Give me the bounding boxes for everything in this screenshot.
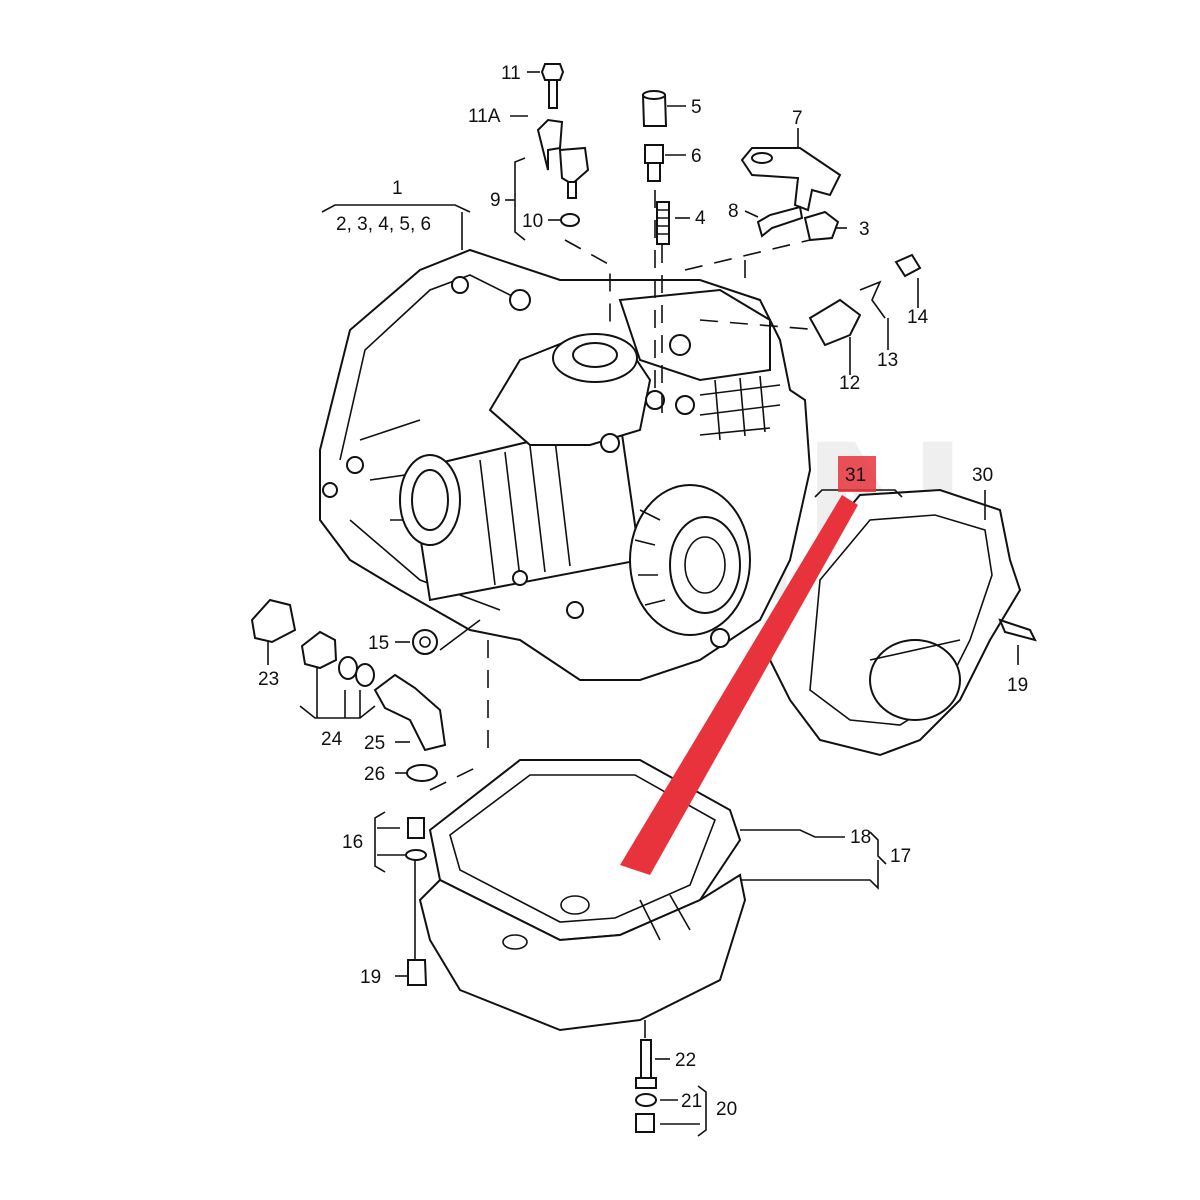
label-3: 3 [859, 219, 870, 240]
label-6: 6 [691, 146, 702, 167]
label-11a: 11A [468, 106, 501, 127]
label-17: 17 [890, 846, 911, 867]
label-21: 21 [681, 1091, 702, 1112]
label-1-sub: 2, 3, 4, 5, 6 [336, 214, 431, 235]
label-7: 7 [792, 108, 803, 129]
label-23: 23 [258, 669, 279, 690]
highlight-label-box [838, 456, 876, 492]
part-labels: 1 2, 3, 4, 5, 6 3 4 5 6 7 8 9 10 11 11A … [258, 63, 1028, 1120]
label-22: 22 [675, 1050, 696, 1071]
label-30: 30 [972, 465, 993, 486]
label-5: 5 [691, 97, 702, 118]
label-19-right: 19 [1007, 675, 1028, 696]
label-26: 26 [364, 764, 385, 785]
label-8: 8 [728, 201, 739, 222]
label-24: 24 [321, 729, 343, 750]
label-4: 4 [695, 208, 706, 229]
transmission-housing [319, 248, 849, 681]
label-16: 16 [342, 832, 363, 853]
side-cover [768, 488, 1022, 757]
highlight-31 [620, 456, 876, 875]
label-12: 12 [839, 373, 860, 394]
label-13: 13 [877, 350, 898, 371]
label-15: 15 [368, 633, 389, 654]
highlight-arrow [620, 495, 858, 875]
oil-pan [418, 759, 747, 1032]
small-parts [250, 63, 1037, 1133]
label-11: 11 [501, 63, 521, 84]
label-18: 18 [850, 827, 871, 848]
label-19-left: 19 [360, 967, 381, 988]
label-14: 14 [907, 307, 929, 328]
label-9: 9 [490, 190, 501, 211]
label-1: 1 [392, 178, 403, 199]
label-10: 10 [522, 211, 543, 232]
label-31: 31 [845, 465, 866, 486]
label-20: 20 [716, 1099, 737, 1120]
label-25: 25 [364, 733, 385, 754]
